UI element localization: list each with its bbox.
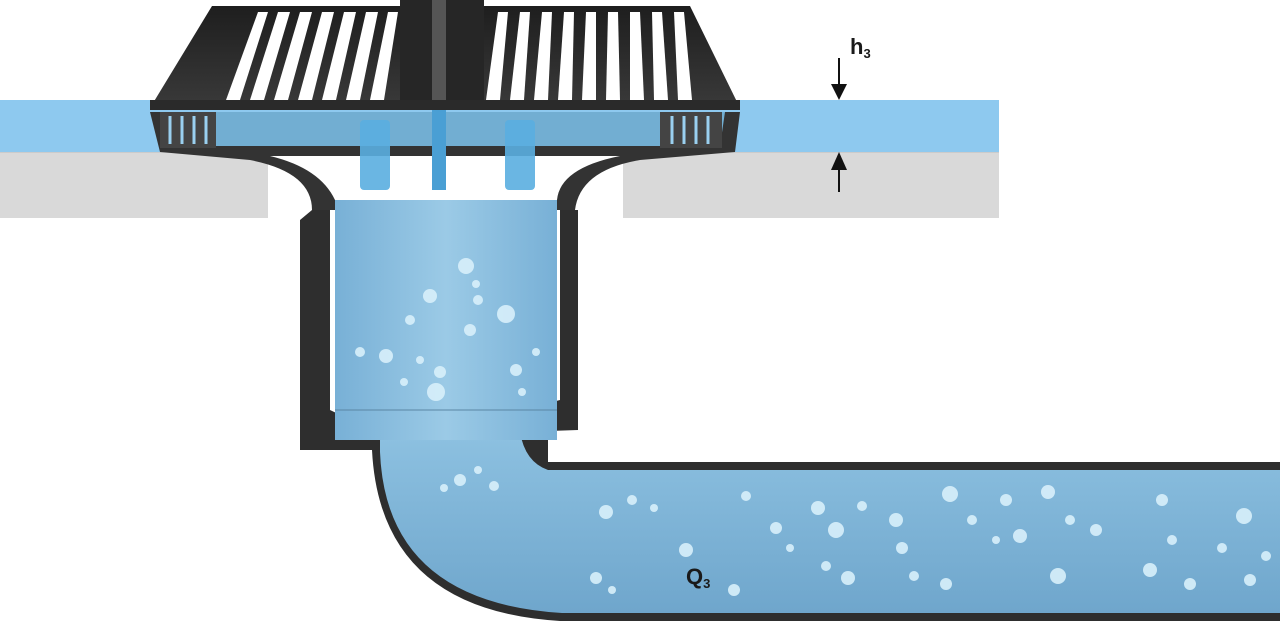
vertical-pipe xyxy=(300,200,578,450)
flow-rate-label: Q3 xyxy=(686,564,710,591)
roof-drain-grate-icon xyxy=(150,0,740,148)
air-bubbles xyxy=(355,258,1271,596)
horizontal-pipe xyxy=(372,430,1280,621)
roof-slab-left xyxy=(0,152,268,218)
roof-slab-right xyxy=(623,152,999,218)
water-height-label: h3 xyxy=(850,34,871,61)
drain-flange xyxy=(150,110,740,210)
roof-slab xyxy=(0,151,999,218)
water-height-dimension xyxy=(831,58,847,192)
